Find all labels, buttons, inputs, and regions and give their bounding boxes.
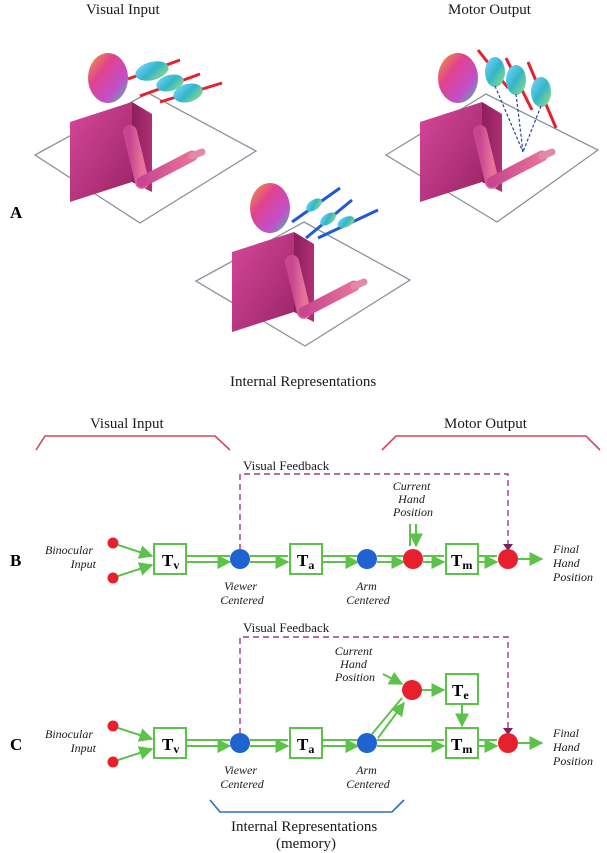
feedback-arrowhead xyxy=(503,728,513,735)
scene-visual-input xyxy=(33,53,258,224)
panel-a-motor-output-title: Motor Output xyxy=(448,2,532,18)
node-viewer-centered xyxy=(230,733,250,753)
transform-box-tm xyxy=(445,543,479,575)
node-arm-centered xyxy=(357,549,377,569)
scene-motor-output xyxy=(384,49,600,223)
panel-a-internal-representations-caption: Internal Representations xyxy=(230,374,376,390)
edge-input-to-tv xyxy=(117,544,154,559)
transform-ta-label: Ta xyxy=(297,551,314,572)
representation-ellipsoids xyxy=(291,186,379,240)
edge-arm-to-current xyxy=(377,701,405,739)
arm-centered-label: Arm Centered xyxy=(346,579,391,607)
final-hand-position-label: Final Hand Position xyxy=(552,542,593,584)
transform-box-te xyxy=(445,673,479,705)
viewer-centered-label: Viewer Centered xyxy=(220,579,265,607)
viewer-centered-label: Viewer Centered xyxy=(220,763,265,791)
scene-internal-representations xyxy=(194,183,412,347)
transform-box-ta xyxy=(289,543,323,575)
visual-feedback-label: Visual Feedback xyxy=(243,620,330,635)
binocular-input-label: Binocular Input xyxy=(45,727,97,755)
edge-current-hand-input xyxy=(382,671,404,685)
transform-box-tv xyxy=(153,543,187,575)
transform-te-label: Te xyxy=(452,681,469,702)
transform-tv-label: Tv xyxy=(162,735,179,756)
panel-b-label: B xyxy=(10,551,21,570)
binocular-input-label: Binocular Input xyxy=(45,543,97,571)
visual-input-bracket xyxy=(35,435,231,451)
node-final-hand xyxy=(498,733,518,753)
panel-c-label: C xyxy=(10,735,22,754)
visual-feedback-loop xyxy=(239,636,509,734)
feedback-arrowhead xyxy=(503,544,513,551)
transform-box-tv xyxy=(153,727,187,759)
visual-feedback-loop xyxy=(239,473,509,550)
panel-b: Visual Input Motor Output Visual Feedbac… xyxy=(10,416,601,607)
node-current-hand xyxy=(403,549,423,569)
visual-feedback-label: Visual Feedback xyxy=(243,458,330,473)
eye-ellipsoids xyxy=(127,58,223,104)
edge-input-to-tv xyxy=(117,727,154,742)
panel-b-motor-output-title: Motor Output xyxy=(444,416,528,432)
arm-centered-label: Arm Centered xyxy=(346,763,391,791)
edge-input-to-tv xyxy=(117,562,154,577)
transform-tm-label: Tm xyxy=(451,735,472,756)
node-arm-centered xyxy=(357,733,377,753)
panel-a-label: A xyxy=(10,203,23,222)
current-hand-position-label: Current Hand Position xyxy=(392,479,433,519)
current-hand-position-label: Current Hand Position xyxy=(334,644,375,684)
binocular-input-dot-left xyxy=(107,537,119,549)
binocular-input-dot-right xyxy=(107,572,119,584)
internal-representations-bracket xyxy=(209,799,405,813)
node-viewer-centered xyxy=(230,549,250,569)
transform-box-tm xyxy=(445,727,479,759)
motor-output-bracket xyxy=(381,435,601,451)
transform-ta-label: Ta xyxy=(297,735,314,756)
panel-a: Visual Input Motor Output xyxy=(10,2,600,390)
panel-c: Visual Feedback C Binocular Input Tv Vie… xyxy=(10,620,593,852)
binocular-input-dot-right xyxy=(107,756,119,768)
internal-representations-memory-label: Internal Representations (memory) xyxy=(231,819,381,852)
edge-input-to-tv xyxy=(117,746,154,761)
transform-tv-label: Tv xyxy=(162,551,179,572)
final-hand-position-label: Final Hand Position xyxy=(552,726,593,768)
node-current-hand xyxy=(402,680,422,700)
transform-box-ta xyxy=(289,727,323,759)
binocular-input-dot-left xyxy=(107,720,119,732)
panel-a-visual-input-title: Visual Input xyxy=(86,2,161,18)
hand-ellipsoids xyxy=(476,49,558,153)
panel-b-visual-input-title: Visual Input xyxy=(90,416,165,432)
node-final-hand xyxy=(498,549,518,569)
transform-tm-label: Tm xyxy=(451,551,472,572)
